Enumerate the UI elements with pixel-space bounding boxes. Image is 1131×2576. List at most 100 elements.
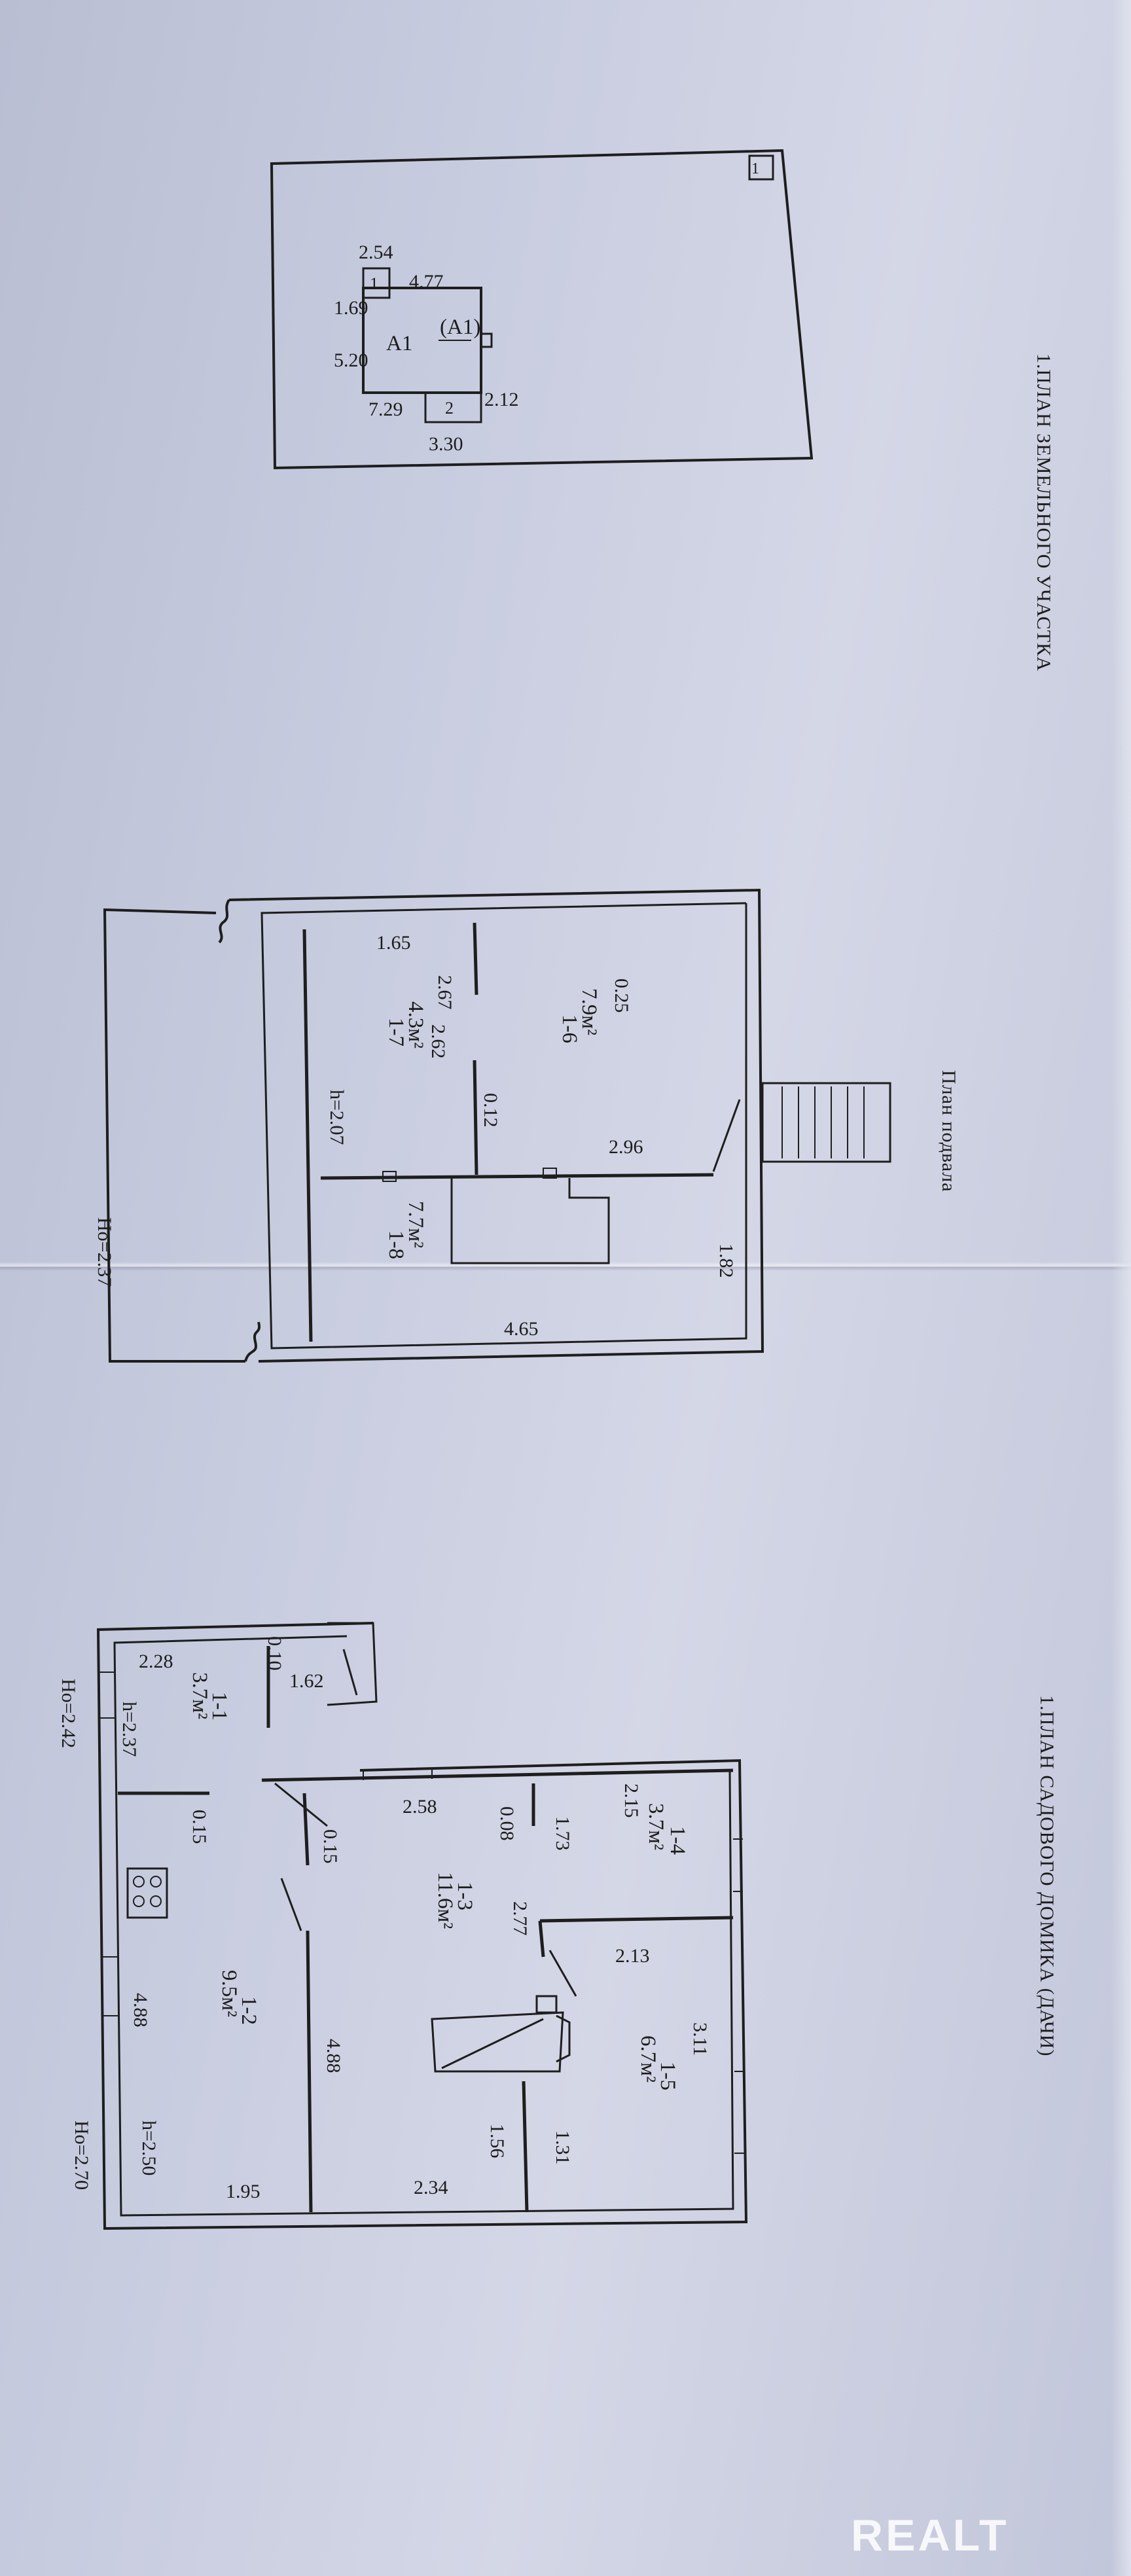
partition-1-5-stub: [538, 1920, 545, 1958]
house-texts: 1.ПЛАН САДОВОГО ДОМИКА (ДАЧИ) 2.28 0.10 …: [58, 1636, 1058, 2202]
room-1-4-area: 3.7м²: [644, 1803, 668, 1850]
house-dim-1-31: 1.31: [552, 2130, 573, 2165]
house-dim-4-88-b: 4.88: [323, 2039, 344, 2073]
plot-boundary: [270, 149, 814, 470]
basement-wall-inner: [260, 902, 747, 1350]
stove-chimney: [535, 1995, 558, 2014]
site-dim-4-77: 4.77: [409, 271, 444, 293]
house-dim-1-62: 1.62: [289, 1670, 324, 1692]
house-ho-right: Ho=2.70: [71, 2120, 92, 2190]
basement-dim-1-82: 1.82: [715, 1243, 737, 1278]
house-dim-4-88-a: 4.88: [130, 1993, 151, 2028]
house-plan-heading: 1.ПЛАН САДОВОГО ДОМИКА (ДАЧИ): [1036, 1695, 1058, 2056]
partition-1-5-lower: [522, 2081, 529, 2213]
house-height-1: h=2.37: [118, 1702, 140, 1757]
room-1-8-id: 1-8: [384, 1230, 408, 1259]
paper-edge: [1111, 0, 1131, 2576]
house-label-a: (А1): [440, 315, 480, 339]
door-1-5: [548, 1950, 577, 1997]
basement-door: [712, 1099, 741, 1172]
room-1-2-area: 9.5м²: [217, 1970, 241, 2017]
room-1-1-id: 1-1: [207, 1692, 231, 1721]
house-dim-1-95: 1.95: [226, 2181, 260, 2202]
room-1-5-area: 6.7м²: [636, 2035, 660, 2083]
house-dim-0-08: 0.08: [496, 1806, 518, 1841]
annex-2-label: 2: [445, 399, 454, 418]
house-wall-inner: [113, 1635, 734, 2217]
room-1-3-area: 11.6м²: [433, 1872, 457, 1929]
house-dim-3-11: 3.11: [689, 2022, 711, 2056]
burner-4: [150, 1895, 162, 1907]
house-dim-2-13: 2.13: [615, 1945, 650, 1967]
house-dim-2-77: 2.77: [509, 1901, 531, 1936]
house-height-2: h=2.50: [138, 2120, 160, 2175]
basement-plan: [103, 888, 891, 1363]
annex-1: [362, 267, 391, 299]
house-dim-2-34: 2.34: [414, 2177, 448, 2198]
house-ho-left: Ho=2.42: [58, 1679, 79, 1748]
house-dim-1-56: 1.56: [486, 2124, 508, 2158]
basement-dim-4-65: 4.65: [504, 1318, 539, 1340]
basement-partition-mid: [320, 1173, 714, 1180]
site-plan: [270, 149, 814, 470]
room-1-2-id: 1-2: [237, 1996, 260, 2025]
basement-stairs: [761, 1082, 891, 1163]
burner-3: [133, 1895, 145, 1907]
site-dim-7-29: 7.29: [368, 399, 403, 420]
paper-fold-crease: [0, 1262, 1131, 1271]
house-label-b: А1: [386, 332, 412, 355]
site-plan-heading: 1.ПЛАН ЗЕМЕЛЬНОГО УЧАСТКА: [1033, 353, 1054, 671]
room-1-4-id: 1-4: [666, 1826, 689, 1855]
house-plan: [96, 1622, 748, 2230]
basement-dim-2-67: 2.67: [434, 975, 456, 1010]
basement-heading: План подвала: [938, 1070, 960, 1192]
annex-2: [424, 391, 482, 423]
basement-wall-left: [103, 908, 245, 1363]
house-wall-outer: [96, 1622, 748, 2230]
house-porch: [480, 332, 493, 348]
vestibule-door: [342, 1649, 358, 1696]
basement-marker-b: [543, 1168, 557, 1179]
room-1-7-area: 4.3м²: [404, 1001, 427, 1048]
room-1-1-area: 3.7м²: [188, 1672, 211, 1719]
room-1-7-id: 1-7: [384, 1018, 408, 1046]
basement-dim-2-96: 2.96: [609, 1136, 643, 1158]
basement-ho: Ho=2.37: [94, 1217, 115, 1287]
basement-dim-0-12: 0.12: [480, 1093, 501, 1128]
burner-2: [150, 1876, 162, 1887]
house-dim-1-73: 1.73: [552, 1816, 573, 1851]
basement-partition-top: [473, 922, 478, 995]
burner-1: [133, 1876, 145, 1887]
house-dim-0-10: 0.10: [264, 1636, 285, 1671]
house-windows: [98, 1672, 745, 2154]
site-dim-1-69: 1.69: [334, 297, 368, 319]
site-dim-5-20: 5.20: [334, 349, 368, 371]
house-dim-2-15: 2.15: [620, 1783, 642, 1818]
stair-treads: [781, 1086, 865, 1158]
basement-partition-left: [302, 929, 313, 1342]
basement-height: h=2.07: [326, 1090, 348, 1145]
basement-texts: План подвала 0.25 1-6 7.9м² 1.65 2.67 1-…: [94, 932, 960, 1340]
annex-1-label: 1: [370, 274, 378, 293]
door-1-2-upper: [274, 1782, 328, 1827]
house-dim-0-15-a: 0.15: [188, 1810, 210, 1844]
site-dim-2-54: 2.54: [359, 241, 393, 263]
house-dim-2-28: 2.28: [139, 1651, 173, 1672]
basement-break-lower: [244, 1321, 261, 1362]
room-1-6-area: 7.9м²: [577, 988, 601, 1035]
partition-horizontal: [261, 1768, 734, 1782]
door-1-2: [280, 1878, 302, 1931]
basement-wall-outer: [228, 888, 764, 1363]
site-dim-3-30: 3.30: [429, 433, 463, 455]
site-dim-2-12: 2.12: [484, 389, 519, 410]
stove-block: [431, 2011, 564, 2073]
basement-break-upper: [218, 899, 230, 944]
cooker: [126, 1867, 168, 1919]
stove-hearth: [556, 2014, 571, 2063]
room-1-8-area: 7.7м²: [404, 1201, 427, 1248]
plot-id-label: 1: [751, 160, 759, 177]
basement-dim-2-62: 2.62: [427, 1024, 449, 1059]
room-1-3-id: 1-3: [453, 1882, 476, 1910]
